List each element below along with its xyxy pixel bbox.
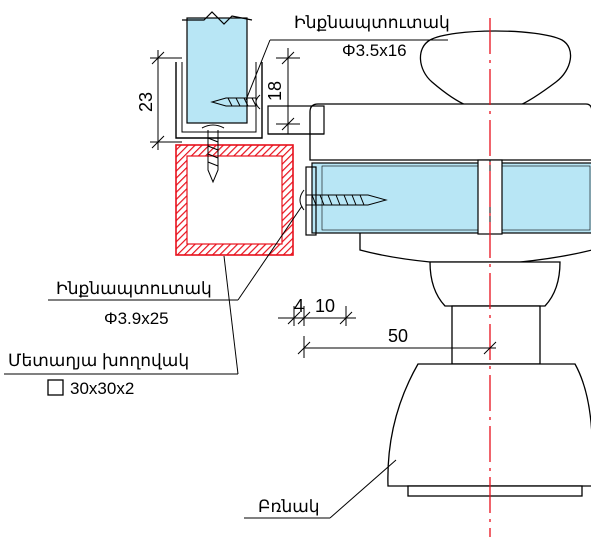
dimension-4-10 (278, 306, 356, 326)
screw-vertical (201, 124, 225, 184)
callout-tube (4, 255, 239, 375)
dim-50-label: 50 (388, 326, 408, 346)
dim-23-label: 23 (136, 92, 156, 112)
dim-10-label: 10 (315, 296, 335, 316)
mount-plate (267, 105, 325, 135)
callout-screw-bottom (48, 205, 303, 301)
dim-18-label: 18 (265, 81, 285, 101)
screw-top (210, 94, 261, 110)
metal-tube (175, 144, 294, 256)
screw-bottom-name: Ինքնապտուտակ (56, 279, 212, 298)
screw-bottom-size: Φ3.9x25 (104, 309, 169, 328)
dimension-18 (276, 48, 300, 134)
screw-top-name: Ինքնապտուտակ (294, 13, 450, 32)
square-section-icon (47, 379, 64, 396)
glass-pane-left (175, 11, 263, 139)
glass-pane-right (305, 159, 591, 236)
screw-top-size: Φ3.5x16 (342, 41, 407, 60)
dim-4-label: 4 (294, 296, 304, 316)
dimension-50 (297, 336, 497, 358)
callout-screw-top (245, 39, 448, 101)
dimension-23 (150, 50, 182, 150)
callout-handle (244, 459, 397, 519)
tube-size: 30x30x2 (70, 379, 134, 398)
handle-name: Բռնակ (258, 497, 320, 516)
handle-knob (309, 30, 591, 497)
tube-name: Մետաղյա խողովակ (8, 351, 189, 370)
screw-horizontal (299, 189, 388, 211)
